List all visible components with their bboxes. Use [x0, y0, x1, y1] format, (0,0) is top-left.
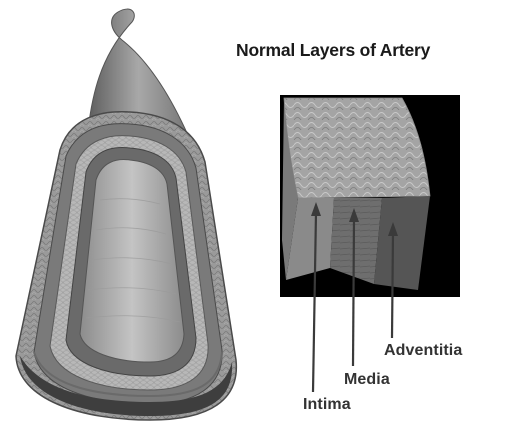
pointer-adventitia	[392, 232, 393, 338]
label-media: Media	[344, 371, 390, 389]
wall-top-surface	[284, 98, 430, 198]
label-intima: Intima	[303, 396, 351, 414]
label-adventitia: Adventitia	[384, 342, 462, 360]
pointer-media	[353, 218, 354, 366]
